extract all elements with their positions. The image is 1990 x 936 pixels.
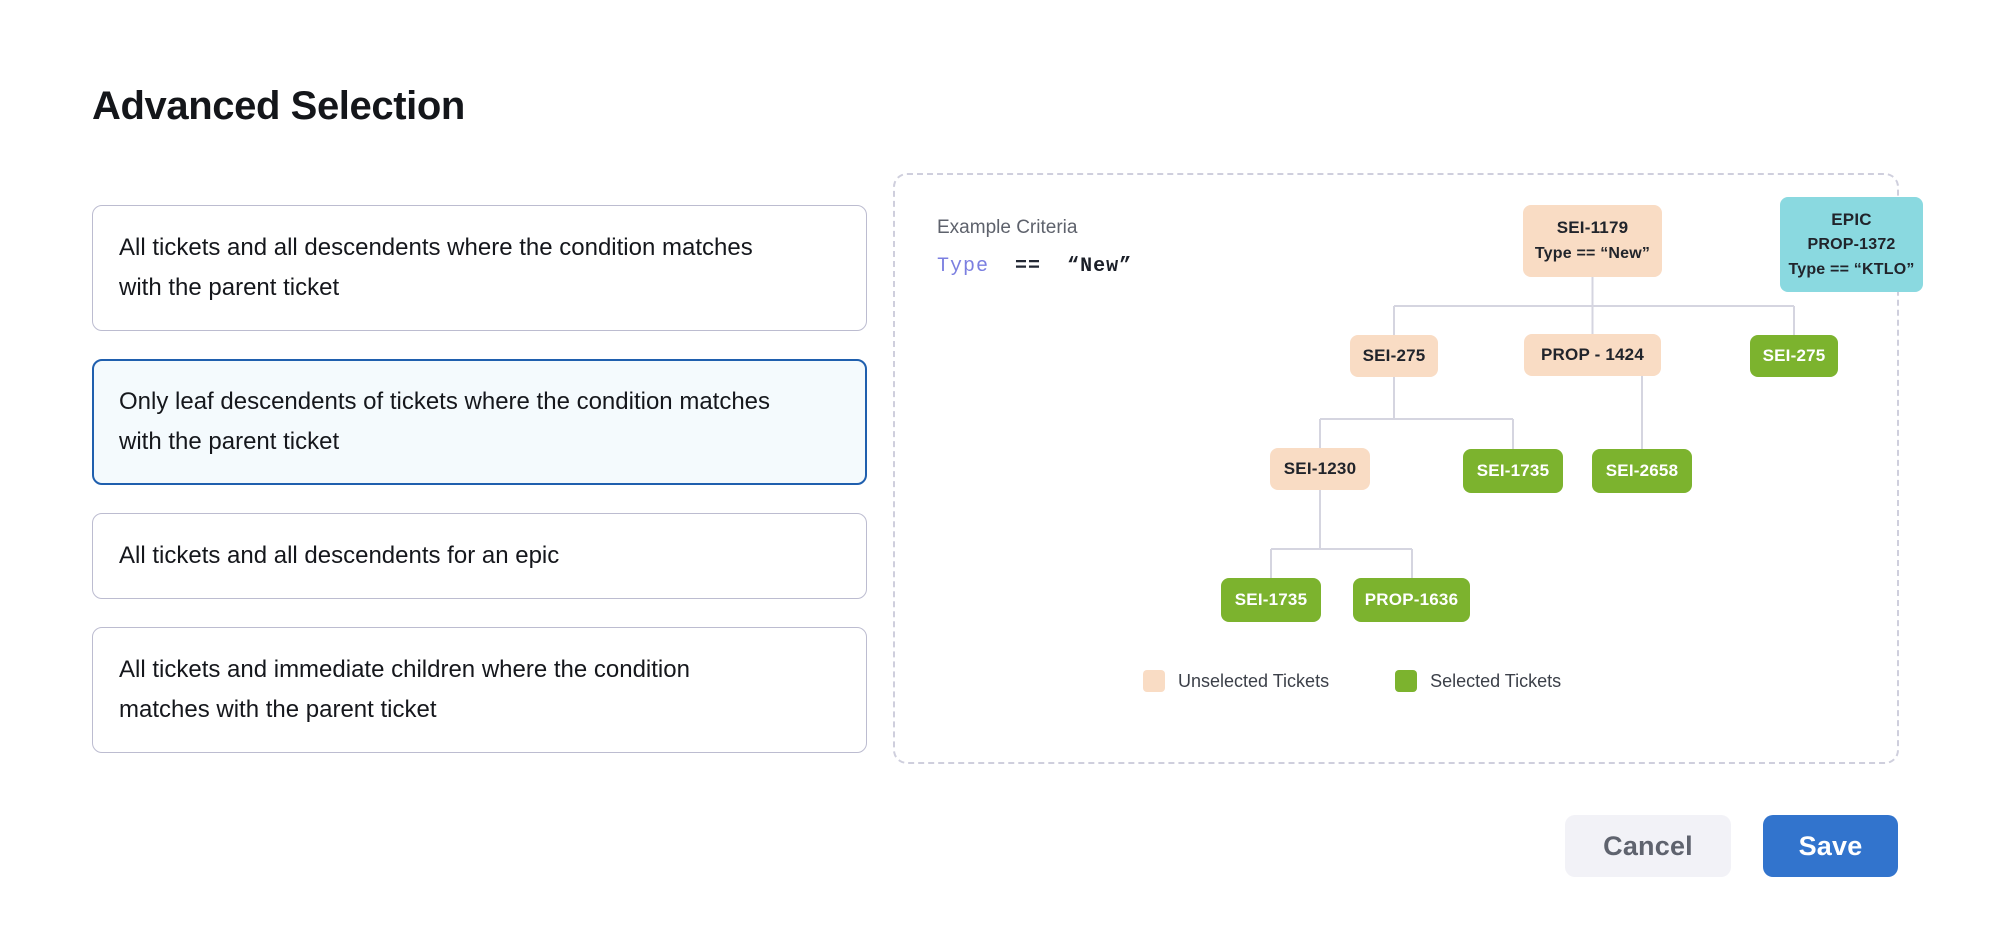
node-title: PROP-1636 bbox=[1364, 589, 1459, 609]
legend-swatch-unselected-icon bbox=[1143, 670, 1165, 692]
tree-node-sei-2658[interactable]: SEI-2658 bbox=[1592, 449, 1692, 493]
option-label: Only leaf descendents of tickets where t… bbox=[119, 388, 771, 455]
node-subtitle: Type == “KTLO” bbox=[1788, 260, 1915, 278]
tree-connectors bbox=[1270, 277, 1795, 578]
node-title: SEI-1179 bbox=[1556, 218, 1629, 238]
tree-node-prop-1636[interactable]: PROP-1636 bbox=[1353, 578, 1470, 622]
option-label: All tickets and immediate children where… bbox=[119, 656, 690, 723]
criteria-value: “New” bbox=[1067, 255, 1133, 278]
tree-node-epic-prop-1372[interactable]: EPIC PROP-1372 Type == “KTLO” bbox=[1780, 197, 1923, 292]
legend-item-unselected: Unselected Tickets bbox=[1143, 670, 1329, 692]
option-label: All tickets and all descendents where th… bbox=[119, 234, 753, 301]
option-card-all-descendents-epic[interactable]: All tickets and all descendents for an e… bbox=[92, 513, 867, 599]
tree-node-sei-275-a[interactable]: SEI-275 bbox=[1350, 335, 1438, 377]
node-title: PROP-1372 bbox=[1807, 235, 1896, 253]
node-subtitle: Type == “New” bbox=[1534, 244, 1651, 262]
cancel-button[interactable]: Cancel bbox=[1565, 815, 1731, 877]
tree-node-sei-275-b[interactable]: SEI-275 bbox=[1750, 335, 1838, 377]
option-card-immediate-children-condition[interactable]: All tickets and immediate children where… bbox=[92, 627, 867, 753]
tree-node-sei-1179[interactable]: SEI-1179 Type == “New” bbox=[1523, 205, 1662, 277]
tree-node-sei-1735-a[interactable]: SEI-1735 bbox=[1463, 449, 1563, 493]
option-card-all-descendents-condition[interactable]: All tickets and all descendents where th… bbox=[92, 205, 867, 331]
diagram-legend: Unselected Tickets Selected Tickets bbox=[1143, 670, 1561, 692]
node-title: SEI-275 bbox=[1762, 345, 1826, 365]
page-title: Advanced Selection bbox=[92, 83, 465, 128]
dialog-footer: Cancel Save bbox=[1565, 815, 1898, 877]
tree-node-sei-1735-b[interactable]: SEI-1735 bbox=[1221, 578, 1321, 622]
ticket-tree: SEI-1179 Type == “New” EPIC PROP-1372 Ty… bbox=[895, 175, 1923, 766]
save-button[interactable]: Save bbox=[1763, 815, 1898, 877]
node-title: SEI-1230 bbox=[1283, 458, 1357, 478]
node-title: SEI-1735 bbox=[1234, 589, 1308, 609]
criteria-heading: Example Criteria bbox=[937, 217, 1078, 238]
option-label: All tickets and all descendents for an e… bbox=[119, 542, 560, 569]
node-type: EPIC bbox=[1831, 209, 1872, 229]
criteria-field: Type bbox=[937, 255, 990, 278]
node-title: SEI-1735 bbox=[1476, 460, 1550, 480]
node-title: SEI-275 bbox=[1362, 345, 1426, 365]
criteria-operator: == bbox=[1015, 255, 1042, 278]
legend-swatch-selected-icon bbox=[1395, 670, 1418, 692]
criteria-expression: Type == “New” bbox=[937, 255, 1132, 278]
legend-label-selected: Selected Tickets bbox=[1430, 670, 1562, 691]
tree-node-prop-1424[interactable]: PROP - 1424 bbox=[1524, 334, 1661, 376]
legend-label-unselected: Unselected Tickets bbox=[1178, 670, 1330, 691]
node-title: SEI-2658 bbox=[1605, 460, 1679, 480]
node-title: PROP - 1424 bbox=[1541, 344, 1644, 364]
selection-options-list: All tickets and all descendents where th… bbox=[92, 205, 867, 781]
legend-item-selected: Selected Tickets bbox=[1395, 670, 1561, 692]
tree-node-sei-1230[interactable]: SEI-1230 bbox=[1270, 448, 1370, 490]
example-diagram-panel: Example Criteria Type == “New” bbox=[893, 173, 1923, 766]
option-card-leaf-descendents-condition[interactable]: Only leaf descendents of tickets where t… bbox=[92, 359, 867, 485]
